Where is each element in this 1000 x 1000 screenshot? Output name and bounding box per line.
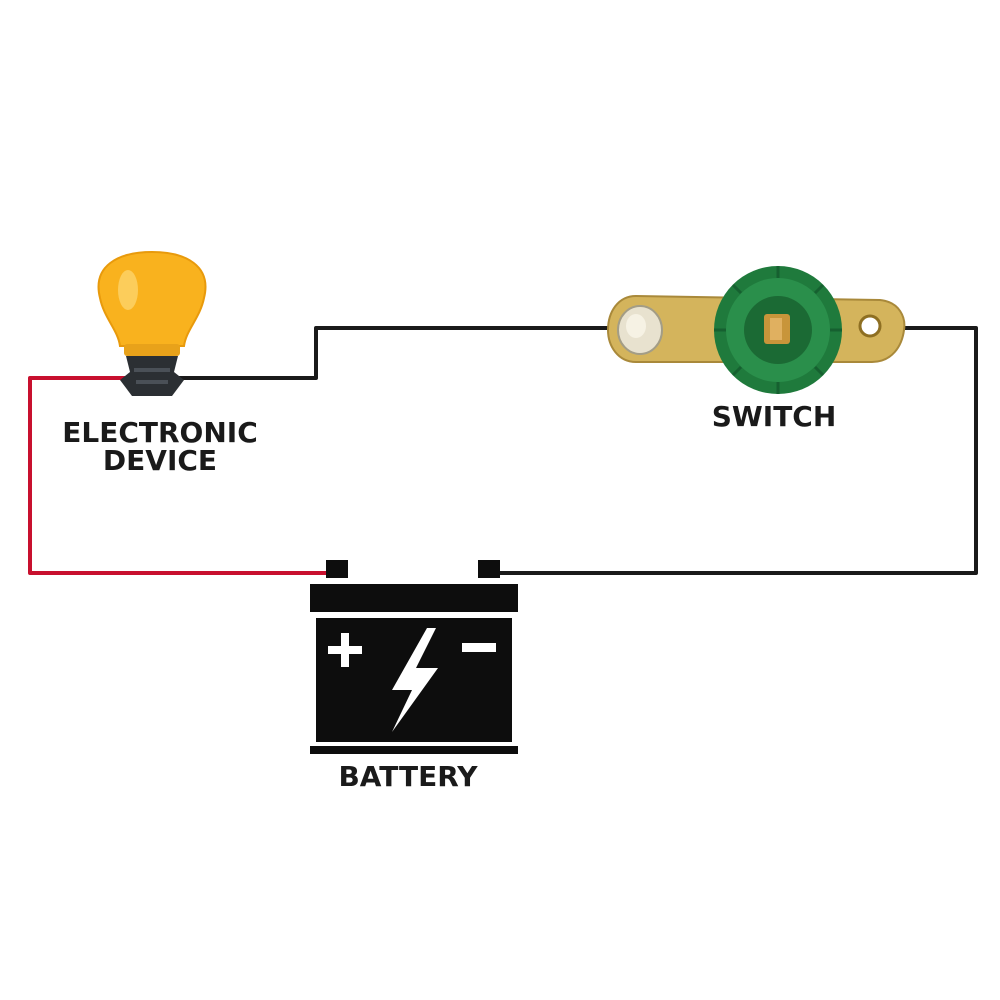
- plus-icon: [328, 633, 362, 667]
- switch-to-battery-wire: [496, 326, 978, 575]
- battery-disconnect-switch-icon: [606, 266, 906, 394]
- light-bulb-icon: [97, 250, 207, 396]
- positive-terminal: [326, 560, 348, 578]
- device-label-line1: ELECTRONIC: [62, 416, 258, 449]
- lightning-bolt-icon: [392, 628, 438, 732]
- battery-label: BATTERY: [338, 760, 478, 793]
- car-battery-icon: [310, 560, 518, 754]
- wires: [28, 326, 978, 575]
- negative-terminal: [478, 560, 500, 578]
- device-label-line2: DEVICE: [103, 444, 217, 477]
- positive-wire: [28, 376, 332, 575]
- minus-icon: [462, 643, 496, 652]
- switch-label: SWITCH: [712, 400, 837, 433]
- device-to-switch-wire: [173, 326, 620, 380]
